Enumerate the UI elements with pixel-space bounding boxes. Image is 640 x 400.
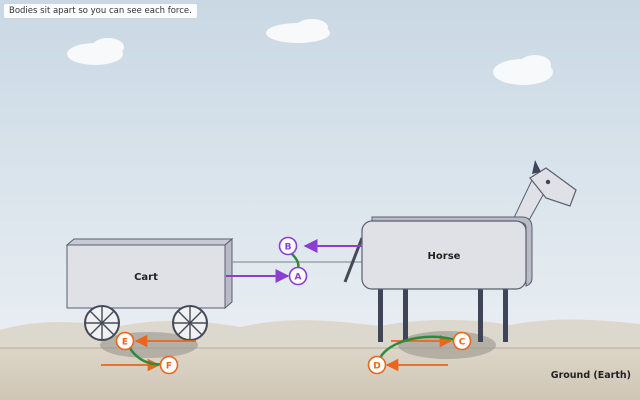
cart-label: Cart xyxy=(134,272,158,283)
horse-body xyxy=(361,220,527,290)
cart-body-top xyxy=(65,238,234,246)
marker-d-label: D xyxy=(373,362,380,372)
marker-d: D xyxy=(367,355,387,375)
marker-b: B xyxy=(278,236,298,256)
marker-e-label: E xyxy=(122,338,128,348)
marker-b-label: B xyxy=(285,243,292,253)
horse-leg xyxy=(503,288,508,342)
horse-leg xyxy=(378,288,383,342)
horse-leg xyxy=(478,288,483,342)
ground-label: Ground (Earth) xyxy=(551,370,631,381)
cart-wheel-left xyxy=(84,305,120,341)
cart-body xyxy=(66,244,226,309)
marker-c: C xyxy=(452,331,472,351)
horse-head xyxy=(529,167,577,207)
cloud-left xyxy=(67,38,124,65)
ground xyxy=(0,348,640,400)
cart xyxy=(65,237,234,341)
horse-ear xyxy=(532,160,541,174)
marker-a-label: A xyxy=(295,273,302,283)
marker-a: A xyxy=(288,266,308,286)
horse-leg xyxy=(403,288,408,342)
cloud-right xyxy=(493,55,553,85)
marker-c-label: C xyxy=(459,338,466,348)
marker-e: E xyxy=(115,331,135,351)
caption: Bodies sit apart so you can see each for… xyxy=(4,4,197,18)
marker-f-label: F xyxy=(166,362,172,372)
horse xyxy=(361,160,577,342)
horse-label: Horse xyxy=(428,251,461,262)
marker-f: F xyxy=(159,355,179,375)
cart-wheel-right xyxy=(172,305,208,341)
cloud-middle xyxy=(266,19,330,43)
horse-eye xyxy=(545,179,551,185)
cart-body-side xyxy=(224,237,233,310)
